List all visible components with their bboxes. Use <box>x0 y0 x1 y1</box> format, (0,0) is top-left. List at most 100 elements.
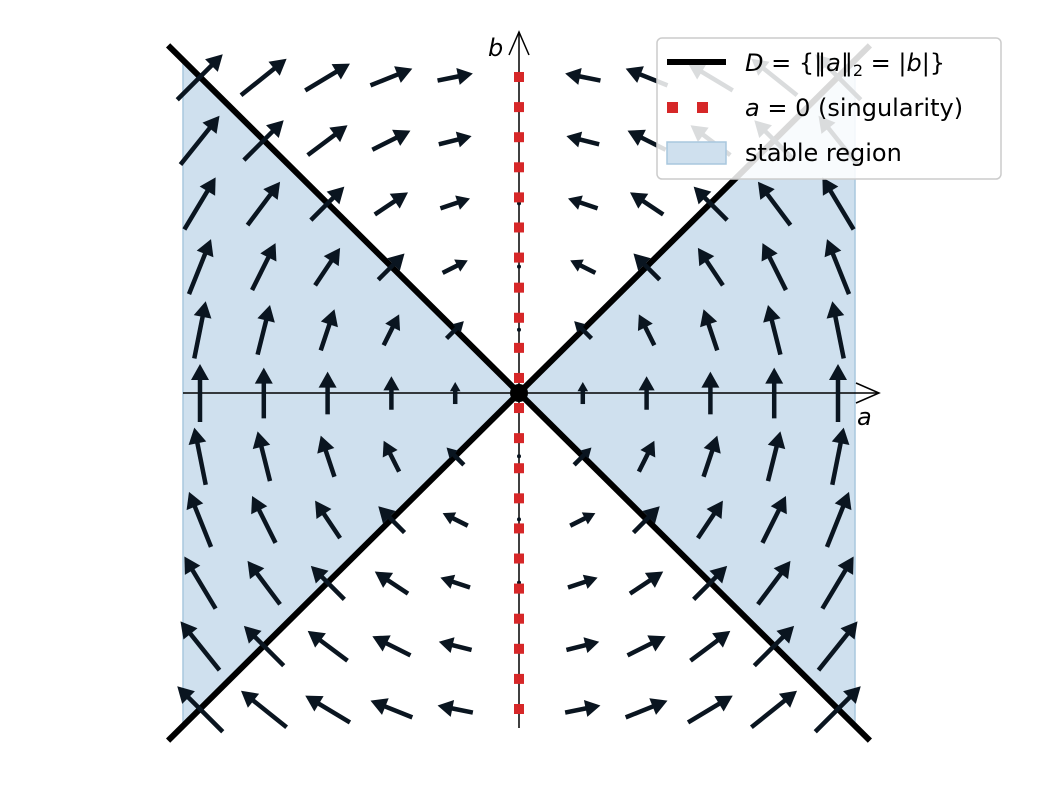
field-arrow <box>752 625 795 668</box>
field-arrow <box>517 327 521 332</box>
field-arrow <box>309 186 345 222</box>
field-arrow <box>317 435 337 478</box>
field-arrow <box>440 574 471 590</box>
singularity-dot <box>514 342 524 353</box>
field-arrow <box>255 304 275 356</box>
field-arrow <box>437 699 474 717</box>
field-arrow <box>442 512 469 528</box>
field-arrow <box>693 186 729 222</box>
field-arrow <box>439 195 470 211</box>
field-arrow <box>371 129 411 152</box>
field-arrow <box>437 67 473 85</box>
field-arrow <box>701 435 721 478</box>
singularity-dot <box>514 493 524 504</box>
field-arrow <box>254 367 273 419</box>
field-arrow <box>178 115 220 166</box>
field-arrow <box>376 253 405 282</box>
x-axis-label: a <box>857 403 872 431</box>
singularity-dot <box>514 162 524 173</box>
singularity-dot <box>514 312 524 323</box>
field-arrow <box>572 447 592 467</box>
field-arrow <box>186 239 214 295</box>
singularity-dot <box>514 583 524 594</box>
axis-labels: a b <box>488 34 872 431</box>
field-arrow <box>381 314 401 347</box>
field-arrow <box>192 301 212 359</box>
field-arrow <box>570 259 597 275</box>
field-arrow <box>382 440 402 473</box>
field-arrow <box>374 571 410 596</box>
field-arrow <box>307 630 349 663</box>
origin-point <box>510 384 528 402</box>
singularity-dot <box>514 704 524 714</box>
field-arrow <box>191 364 209 422</box>
field-arrow <box>318 371 337 415</box>
legend: D = {‖a‖2 = |b|} a = 0 (singularity) sta… <box>656 37 1002 180</box>
singularity-dot <box>514 643 524 654</box>
field-arrow <box>567 574 598 590</box>
legend-label-singularity: a = 0 (singularity) <box>745 94 963 122</box>
singularity-dot <box>514 192 524 203</box>
field-arrow <box>566 131 600 148</box>
field-arrow <box>188 427 208 486</box>
field-arrow <box>247 560 282 606</box>
legend-label-stable: stable region <box>745 139 902 167</box>
field-arrow <box>763 304 783 356</box>
field-arrow <box>637 314 657 347</box>
field-arrow <box>574 321 594 341</box>
field-arrow <box>565 67 601 85</box>
field-arrow <box>517 580 521 585</box>
singularity-dot <box>514 102 524 113</box>
field-arrow <box>569 512 596 528</box>
field-arrow <box>240 690 289 730</box>
y-axis-label: b <box>488 34 503 62</box>
field-arrow <box>517 264 521 269</box>
field-arrow <box>310 565 346 601</box>
field-arrow <box>629 192 665 217</box>
field-arrow <box>378 506 407 535</box>
field-arrow <box>628 571 664 596</box>
singularity-dot <box>514 372 524 383</box>
singularity-dot <box>514 613 524 624</box>
singularity-dot <box>514 403 524 414</box>
field-arrow <box>175 54 223 102</box>
field-arrow <box>816 621 858 672</box>
field-arrow <box>760 495 787 544</box>
field-arrow <box>383 376 400 410</box>
field-arrow <box>306 125 348 157</box>
field-arrow <box>813 686 861 734</box>
legend-swatch-stable <box>666 141 727 165</box>
field-arrow <box>564 699 601 717</box>
singularity-dot <box>514 553 524 564</box>
field-arrow <box>700 309 720 352</box>
field-arrow <box>182 177 216 231</box>
field-arrow <box>761 243 788 292</box>
field-arrow <box>184 556 218 610</box>
field-arrow <box>636 440 656 473</box>
field-arrow <box>186 491 214 548</box>
legend-frame <box>656 37 1002 180</box>
singularity-dot <box>514 222 524 233</box>
x-axis-arrowhead <box>855 382 881 404</box>
field-arrow <box>757 181 793 227</box>
singularity-dot <box>514 523 524 534</box>
field-arrow <box>568 195 599 211</box>
singularity-dot <box>514 72 524 82</box>
field-arrow <box>689 630 731 663</box>
field-arrow <box>626 635 666 658</box>
field-arrow <box>692 565 728 601</box>
field-arrow <box>449 381 461 405</box>
legend-swatch-singularity <box>667 102 708 113</box>
field-arrow <box>245 181 281 227</box>
field-arrow <box>765 367 784 419</box>
legend-label-boundary: D = {‖a‖2 = |b|} <box>745 49 945 80</box>
field-arrow <box>686 695 733 725</box>
field-arrow <box>315 500 342 540</box>
field-arrow <box>824 239 852 295</box>
field-arrow <box>824 491 852 548</box>
field-arrow <box>696 500 723 540</box>
field-arrow <box>373 192 409 217</box>
field-arrow <box>829 364 847 422</box>
field-arrow <box>313 247 341 287</box>
field-arrow <box>444 321 464 341</box>
